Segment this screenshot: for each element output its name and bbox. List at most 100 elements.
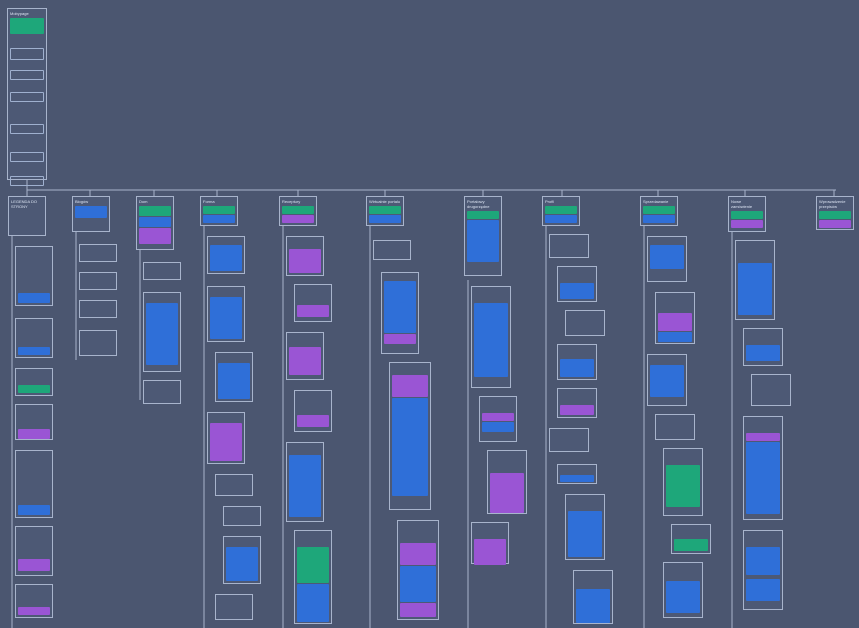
child-node[interactable] (294, 530, 332, 624)
chip (658, 332, 692, 342)
child-node[interactable] (557, 344, 597, 380)
child-node[interactable] (479, 396, 517, 442)
child-node[interactable] (215, 474, 253, 496)
child-node[interactable] (549, 428, 589, 452)
child-node[interactable] (286, 236, 324, 276)
child-node[interactable] (79, 244, 117, 262)
child-node[interactable] (381, 272, 419, 354)
child-node[interactable] (647, 354, 687, 406)
node-sprzedaz[interactable]: Sprzedawanie (640, 196, 678, 226)
child-node[interactable] (743, 416, 783, 520)
node-profil[interactable]: Profil (542, 196, 580, 226)
child-node[interactable] (655, 292, 695, 344)
chip (658, 313, 692, 331)
child-node[interactable] (143, 262, 181, 280)
child-node[interactable] (79, 300, 117, 318)
chip (392, 375, 428, 397)
chip (674, 539, 708, 551)
chip (289, 347, 321, 375)
child-node[interactable] (647, 236, 687, 282)
child-node[interactable] (207, 412, 245, 464)
child-node[interactable] (286, 442, 324, 522)
child-node[interactable] (223, 536, 261, 584)
field (10, 92, 44, 102)
child-node[interactable] (565, 494, 605, 560)
chip (560, 475, 594, 482)
child-node[interactable] (207, 286, 245, 342)
child-node[interactable] (487, 450, 527, 514)
child-node[interactable] (557, 464, 597, 484)
child-node[interactable] (573, 570, 613, 624)
child-node[interactable] (397, 520, 439, 620)
chip (392, 398, 428, 496)
child-node[interactable] (143, 380, 181, 404)
child-node[interactable] (663, 448, 703, 516)
chip (650, 365, 684, 397)
child-node[interactable] (565, 310, 605, 336)
child-node[interactable] (223, 506, 261, 526)
chip (731, 211, 763, 219)
child-node[interactable] (15, 368, 53, 396)
chip (384, 281, 416, 333)
child-node[interactable] (215, 594, 253, 620)
child-node[interactable] (294, 390, 332, 432)
child-node[interactable] (471, 286, 511, 388)
chip (139, 206, 171, 216)
child-node[interactable] (373, 240, 411, 260)
node-receptury[interactable]: Receptury (279, 196, 317, 226)
node-wprowadzenie[interactable]: Wprowadzenie przepisów (816, 196, 854, 230)
chip (400, 603, 436, 617)
child-node[interactable] (143, 292, 181, 372)
child-node[interactable] (15, 584, 53, 618)
child-node[interactable] (471, 522, 509, 565)
child-node[interactable] (735, 240, 775, 320)
node-dom[interactable]: Dom (136, 196, 174, 250)
child-node[interactable] (751, 374, 791, 406)
chip (210, 297, 242, 339)
child-node[interactable] (15, 246, 53, 306)
top-node[interactable]: Mobypage (7, 8, 47, 186)
child-node[interactable] (743, 328, 783, 366)
child-node[interactable] (743, 530, 783, 610)
chip (18, 607, 50, 615)
node-nowe[interactable]: Nowe zamówienie (728, 196, 766, 232)
chip (746, 345, 780, 361)
child-node[interactable] (557, 266, 597, 302)
node-blog[interactable]: Blogów (72, 196, 110, 232)
child-node[interactable] (549, 234, 589, 258)
chip (18, 429, 50, 439)
child-node[interactable] (655, 414, 695, 440)
node-portalowe[interactable]: Portalowy drugorzędne (464, 196, 502, 276)
child-node[interactable] (79, 330, 117, 356)
child-node[interactable] (294, 284, 332, 322)
child-node[interactable] (15, 318, 53, 358)
child-node[interactable] (15, 450, 53, 518)
node-title: Wirtualnie portalu (369, 199, 401, 204)
child-node[interactable] (15, 404, 53, 440)
child-node[interactable] (389, 362, 431, 510)
child-node[interactable] (215, 352, 253, 402)
chip (490, 473, 524, 513)
chip (400, 566, 436, 602)
child-node[interactable] (286, 332, 324, 380)
chip (146, 303, 178, 365)
child-node[interactable] (79, 272, 117, 290)
node-title: Sprzedawanie (643, 199, 669, 204)
chip (203, 206, 235, 214)
child-node[interactable] (15, 526, 53, 576)
chip (474, 539, 506, 565)
node-legend[interactable]: LEGENDA DO STRONY (8, 196, 46, 236)
node-wirtualnie[interactable]: Wirtualnie portalu (366, 196, 404, 226)
chip (568, 511, 602, 557)
chip (139, 217, 171, 227)
child-node[interactable] (207, 236, 245, 274)
top-node-title: Mobypage (10, 11, 29, 16)
child-node[interactable] (671, 524, 711, 554)
node-title: Profil (545, 199, 555, 204)
child-node[interactable] (663, 562, 703, 618)
chip (650, 245, 684, 269)
node-forma[interactable]: Forma (200, 196, 238, 226)
chip (746, 442, 780, 514)
child-node[interactable] (557, 388, 597, 418)
chip (482, 413, 514, 421)
